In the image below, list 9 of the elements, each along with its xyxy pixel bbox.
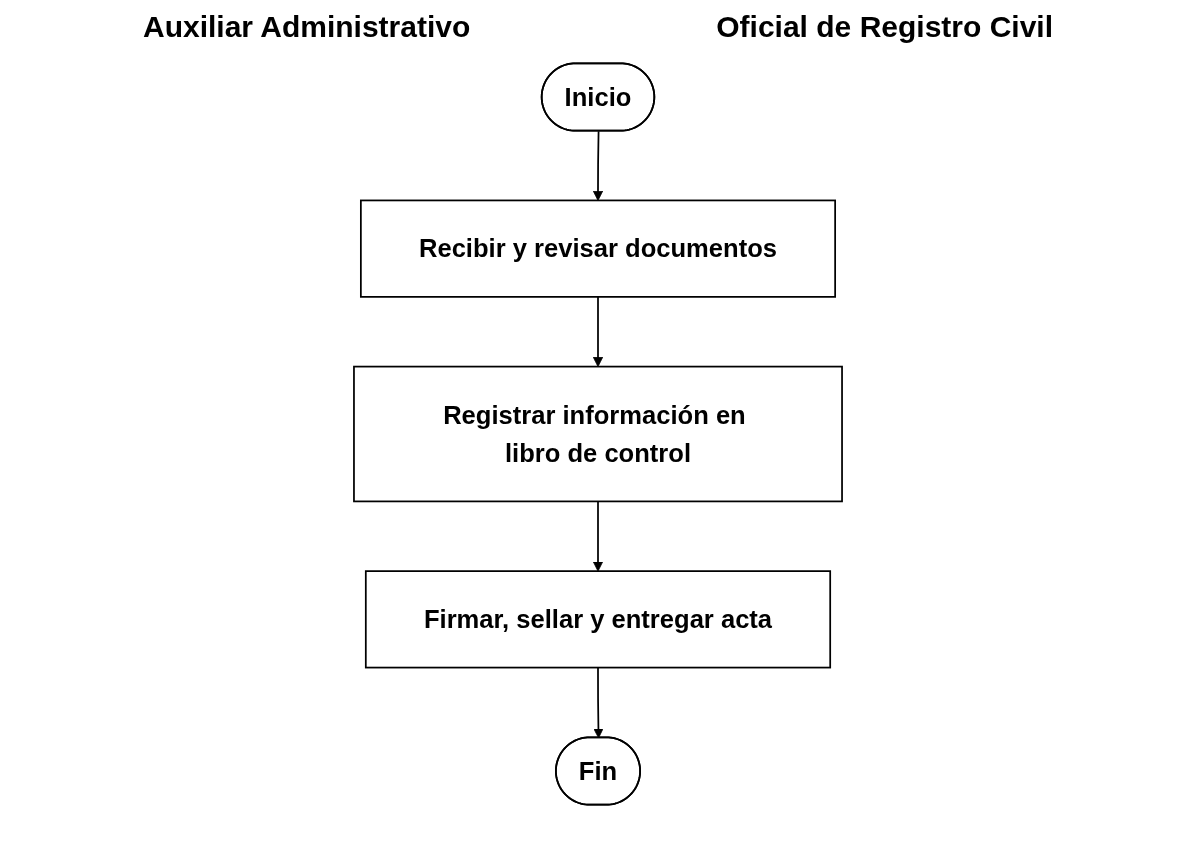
lane-heading: Auxiliar Administrativo [143, 10, 471, 44]
arrow [592, 296, 604, 368]
arrow [593, 666, 604, 739]
node-box: Firmar, sellar y entregar acta [364, 570, 832, 669]
node-box: Recibir y revisar documentos [360, 199, 836, 298]
arrow [592, 130, 604, 201]
arrow [592, 500, 604, 572]
node-box: Registrar información en libro de control [353, 365, 843, 503]
lane-heading: Oficial de Registro Civil [716, 10, 1053, 44]
